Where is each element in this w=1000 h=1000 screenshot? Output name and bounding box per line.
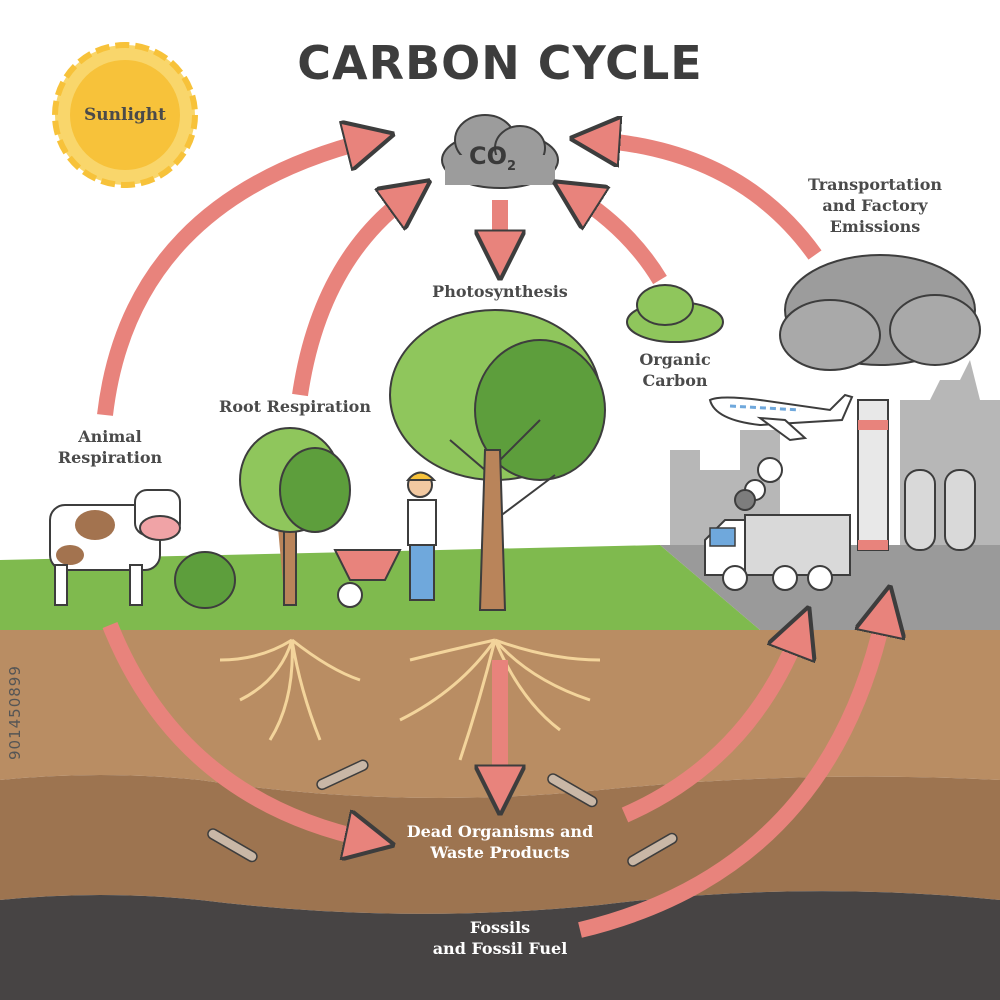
page-title: CARBON CYCLE <box>297 36 703 90</box>
sun-icon <box>52 42 198 188</box>
bones <box>207 759 678 867</box>
flow-arrows <box>97 140 885 938</box>
co2-label: CO2 <box>469 142 517 174</box>
airplane <box>708 393 854 442</box>
root-respiration-label: Root Respiration <box>219 397 371 416</box>
photosynthesis-label: Photosynthesis <box>432 282 568 301</box>
watermark-id: 901450899 <box>6 665 24 760</box>
soil-middle-layer <box>0 775 1000 914</box>
arrow-root-to-co2 <box>292 195 410 397</box>
truck <box>704 514 851 591</box>
dead-organisms-label: Dead Organisms and Waste Products <box>406 822 594 862</box>
animal-respiration-label: Animal Respiration <box>57 427 163 467</box>
ground-layers <box>0 545 1000 1000</box>
fossils-label: Fossils and Fossil Fuel <box>432 918 568 958</box>
factory-chimney <box>857 399 976 551</box>
bush <box>174 551 236 609</box>
cow <box>49 489 181 606</box>
arrow-dead-to-emissions <box>621 630 800 823</box>
wheelbarrow <box>333 549 402 608</box>
emissions-label: Transportation and Factory Emissions <box>808 175 942 236</box>
sunlight-label: Sunlight <box>83 105 166 125</box>
arrow-animal-to-dead <box>102 622 370 840</box>
roots <box>219 638 601 761</box>
organic-carbon-label: Organic Carbon <box>639 350 711 390</box>
organic-carbon-cloud-icon <box>626 284 724 343</box>
fossil-layer <box>0 891 1000 1000</box>
co2-cloud-icon <box>441 114 559 189</box>
arrow-emissions-to-co2 <box>595 140 822 260</box>
arrow-animal-to-co2 <box>97 140 370 416</box>
gardener <box>405 471 437 601</box>
exhaust-puffs <box>734 457 783 511</box>
arrow-organic-to-co2 <box>575 195 667 285</box>
small-tree <box>239 427 351 606</box>
big-tree <box>389 309 606 611</box>
arrow-fossils-to-emissions <box>578 610 885 938</box>
